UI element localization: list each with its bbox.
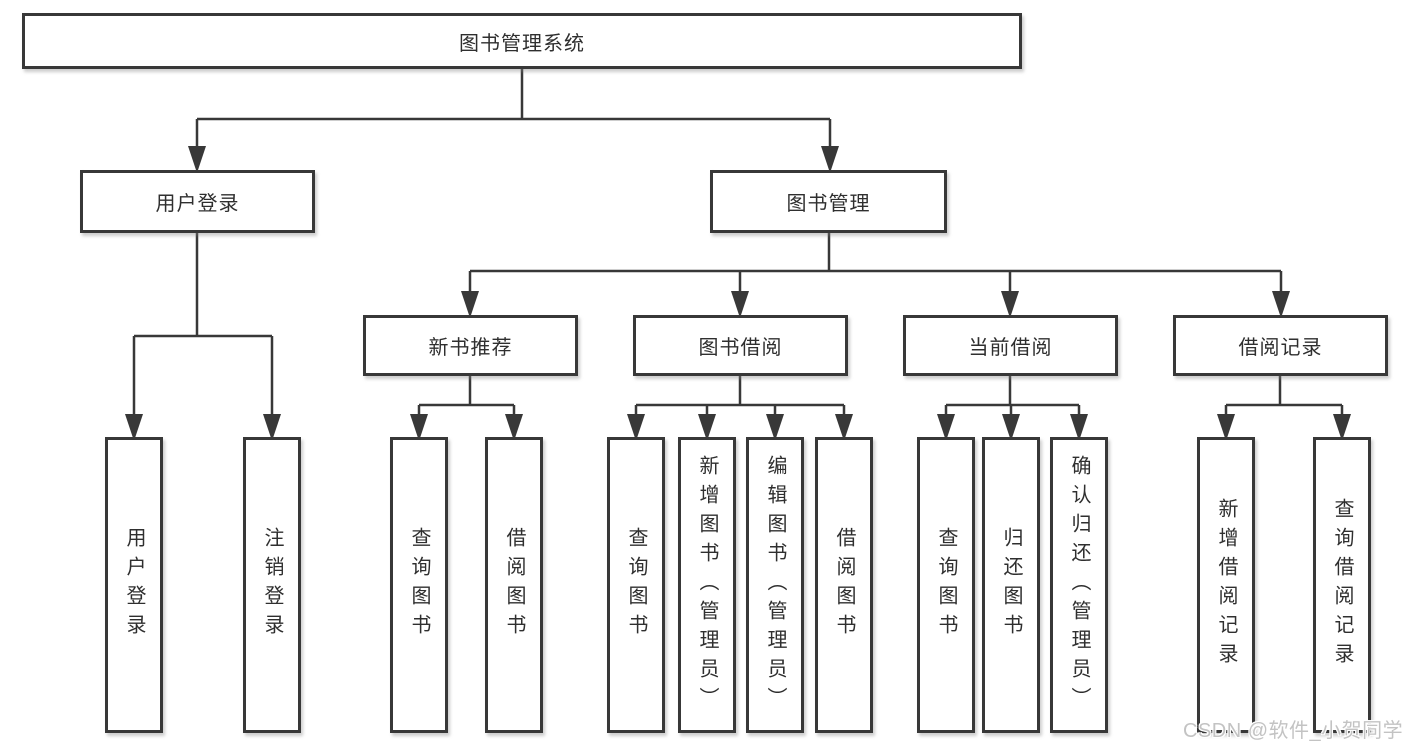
leaf-add-book-admin-label: 新增图书（管理员） bbox=[696, 454, 718, 716]
leaf-borrow-books: 借阅图书 bbox=[815, 437, 873, 733]
leaf-query-books-recommend-label: 查询图书 bbox=[408, 527, 430, 643]
node-user-login-label: 用户登录 bbox=[155, 193, 240, 215]
leaf-query-books-current-label: 查询图书 bbox=[935, 527, 957, 643]
leaf-edit-book-admin-label: 编辑图书（管理员） bbox=[764, 454, 786, 716]
leaf-query-books-recommend: 查询图书 bbox=[390, 437, 448, 733]
node-user-login: 用户登录 bbox=[80, 170, 315, 233]
leaf-add-borrow-record-label: 新增借阅记录 bbox=[1215, 498, 1237, 672]
leaf-query-borrow-record-label: 查询借阅记录 bbox=[1331, 498, 1353, 672]
node-current-borrowing-label: 当前借阅 bbox=[968, 337, 1053, 359]
leaf-user-login-label: 用户登录 bbox=[123, 527, 145, 643]
node-library-system-label: 图书管理系统 bbox=[459, 32, 585, 55]
leaf-add-borrow-record: 新增借阅记录 bbox=[1197, 437, 1255, 733]
node-library-system: 图书管理系统 bbox=[22, 13, 1022, 69]
leaf-confirm-return-admin: 确认归还（管理员） bbox=[1050, 437, 1108, 733]
node-new-book-recommend-label: 新书推荐 bbox=[428, 337, 513, 359]
leaf-edit-book-admin: 编辑图书（管理员） bbox=[746, 437, 804, 733]
node-book-borrowing: 图书借阅 bbox=[633, 315, 848, 376]
node-book-borrowing-label: 图书借阅 bbox=[698, 337, 783, 359]
leaf-return-books: 归还图书 bbox=[982, 437, 1040, 733]
leaf-user-login: 用户登录 bbox=[105, 437, 163, 733]
leaf-return-books-label: 归还图书 bbox=[1000, 527, 1022, 643]
leaf-confirm-return-admin-label: 确认归还（管理员） bbox=[1068, 454, 1090, 716]
leaf-borrow-books-recommend-label: 借阅图书 bbox=[503, 527, 525, 643]
leaf-borrow-books-recommend: 借阅图书 bbox=[485, 437, 543, 733]
node-borrowing-records-label: 借阅记录 bbox=[1238, 337, 1323, 359]
leaf-logout: 注销登录 bbox=[243, 437, 301, 733]
leaf-query-books-current: 查询图书 bbox=[917, 437, 975, 733]
watermark: CSDN @软件_小贺同学 bbox=[1183, 720, 1404, 742]
node-new-book-recommend: 新书推荐 bbox=[363, 315, 578, 376]
leaf-add-book-admin: 新增图书（管理员） bbox=[678, 437, 736, 733]
leaf-borrow-books-label: 借阅图书 bbox=[833, 527, 855, 643]
node-book-management: 图书管理 bbox=[710, 170, 947, 233]
leaf-query-borrow-record: 查询借阅记录 bbox=[1313, 437, 1371, 733]
node-borrowing-records: 借阅记录 bbox=[1173, 315, 1388, 376]
leaf-query-books-borrowing: 查询图书 bbox=[607, 437, 665, 733]
leaf-query-books-borrowing-label: 查询图书 bbox=[625, 527, 647, 643]
leaf-logout-label: 注销登录 bbox=[261, 527, 283, 643]
node-book-management-label: 图书管理 bbox=[786, 193, 871, 215]
node-current-borrowing: 当前借阅 bbox=[903, 315, 1118, 376]
